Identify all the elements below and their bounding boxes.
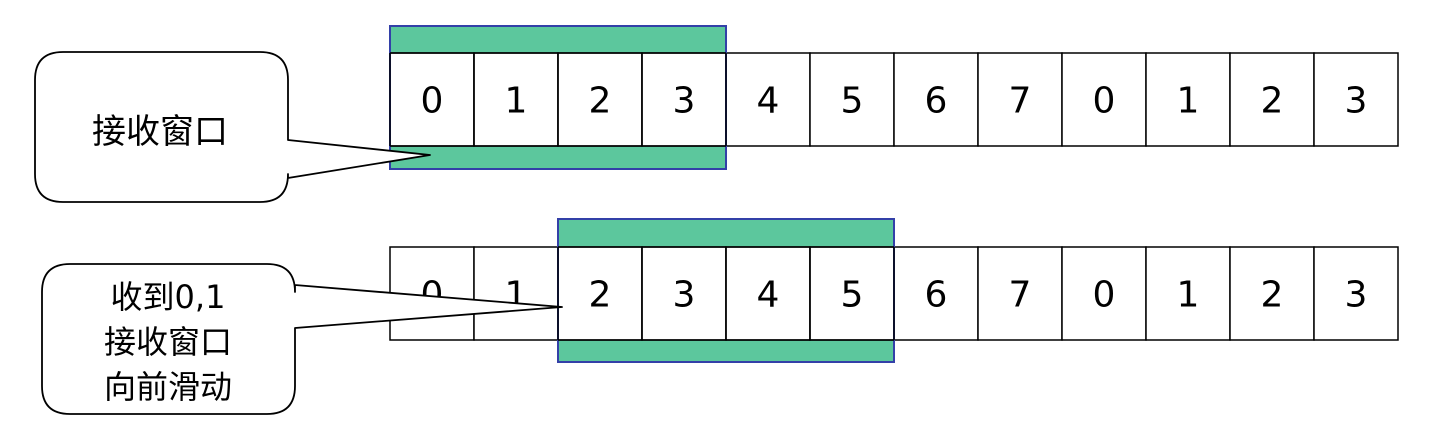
row-2-seq-cell-7 (977, 246, 1063, 341)
row-2-callout-line-0: 收到0,1 (111, 278, 226, 316)
row-1-seq-cell-6 (893, 52, 979, 147)
row-1-seq-label-10: 2 (1261, 81, 1284, 122)
row-1-seq-label-11: 3 (1345, 81, 1368, 122)
row-2-seq-label-11: 3 (1345, 275, 1368, 316)
row-2-seq-cell-11 (1313, 246, 1399, 341)
row-2-seq-cell-8 (1061, 246, 1147, 341)
row-1-seq-label-4: 4 (757, 81, 780, 122)
row-2-seq-label-7: 7 (1009, 275, 1032, 316)
row-2-callout-bubble (41, 263, 563, 415)
row-1-seq-label-5: 5 (841, 81, 864, 122)
row-2-seq-cell-9 (1145, 246, 1231, 341)
row-2-callout-line-2: 向前滑动 (104, 368, 232, 406)
row-1-seq-cell-11 (1313, 52, 1399, 147)
row-2-seq-cell-3 (641, 246, 727, 341)
row-2-window-bottom-bar (558, 340, 894, 362)
row-2-window-top-bar (558, 219, 894, 247)
row-1-seq-label-0: 0 (421, 81, 444, 122)
row-1-seq-label-2: 2 (589, 81, 612, 122)
row-2-seq-label-3: 3 (673, 275, 696, 316)
row-1-window-top-bar (390, 26, 726, 53)
row-2-seq-label-10: 2 (1261, 275, 1284, 316)
row-1-callout-bubble (34, 51, 431, 203)
row-1-seq-label-9: 1 (1177, 81, 1200, 122)
row-1-seq-cell-0 (389, 52, 475, 147)
row-1-window-bottom-bar (390, 146, 726, 169)
row-2-seq-cell-1 (473, 246, 559, 341)
row-1-seq-label-8: 0 (1093, 81, 1116, 122)
row-2-seq-label-5: 5 (841, 275, 864, 316)
row-1-seq-cell-1 (473, 52, 559, 147)
row-2-callout-line-1: 接收窗口 (104, 323, 232, 361)
row-1-seq-label-6: 6 (925, 81, 948, 122)
row-2-seq-label-9: 1 (1177, 275, 1200, 316)
row-1-seq-cell-7 (977, 52, 1063, 147)
row-1-seq-label-7: 7 (1009, 81, 1032, 122)
row-1-seq-cell-5 (809, 52, 895, 147)
row-1-seq-cell-9 (1145, 52, 1231, 147)
row-2-seq-label-6: 6 (925, 275, 948, 316)
row-2-seq-label-8: 0 (1093, 275, 1116, 316)
row-1-callout-line-0: 接收窗口 (92, 112, 228, 152)
row-1-seq-label-3: 3 (673, 81, 696, 122)
row-1-seq-cell-8 (1061, 52, 1147, 147)
row-1-seq-cell-4 (725, 52, 811, 147)
row-1-seq-label-1: 1 (505, 81, 528, 122)
row-2-seq-label-4: 4 (757, 275, 780, 316)
row-2-seq-label-2: 2 (589, 275, 612, 316)
